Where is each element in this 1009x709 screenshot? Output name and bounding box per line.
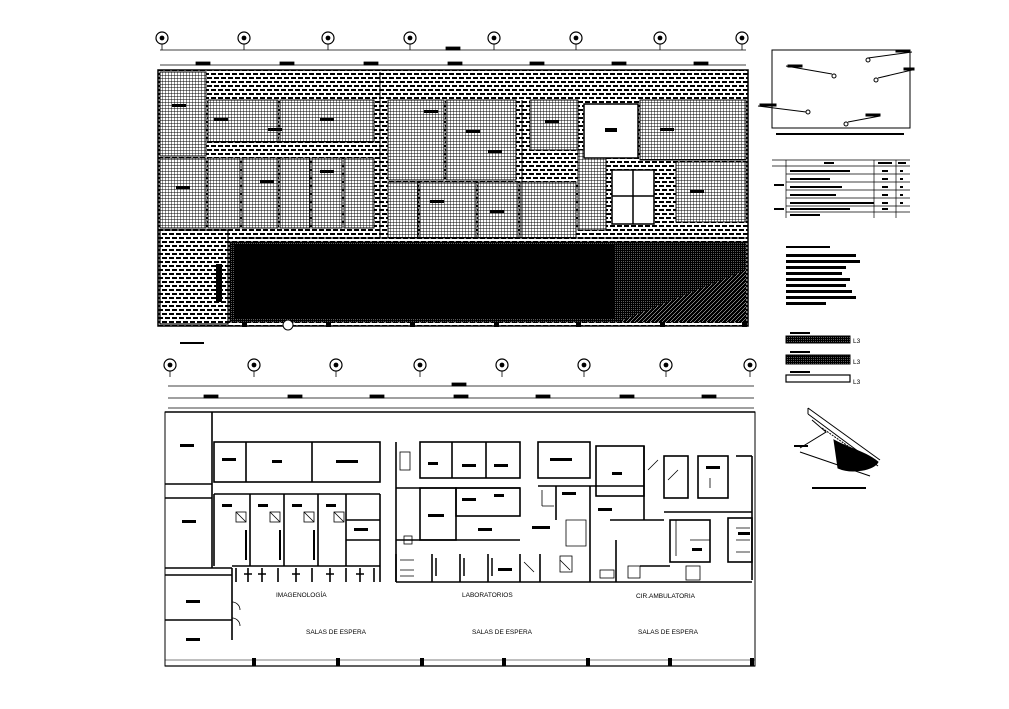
isometric-detail (794, 407, 881, 489)
top-dimension-lines (160, 46, 746, 66)
room-tags (180, 444, 750, 641)
axis-bubble-dot (739, 35, 745, 41)
floor-plan (164, 411, 756, 667)
axis-bubble-dot (491, 35, 497, 41)
axis-bubble-dot (581, 362, 587, 368)
section-mark-2: L3 (853, 359, 861, 366)
floor-fixtures (231, 451, 750, 627)
axis-bubble-dot (325, 35, 331, 41)
section-details (785, 332, 851, 383)
section-mark-1: L3 (853, 338, 861, 345)
axis-bubble-dot (251, 362, 257, 368)
axis-bubble-dot (573, 35, 579, 41)
top-axis-markers (155, 31, 749, 50)
axis-bubble-dot (159, 35, 165, 41)
key-plan (757, 49, 915, 135)
axis-bubble-dot (167, 362, 173, 368)
axis-bubble-dot (663, 362, 669, 368)
axis-bubble-dot (657, 35, 663, 41)
waiting-room-label-3: SALAS DE ESPERA (638, 629, 699, 636)
dept-label-cir-ambulatoria: CIR.AMBULATORIA (636, 593, 696, 600)
axis-bubble-dot (407, 35, 413, 41)
section-mark-3: L3 (853, 379, 861, 386)
waiting-room-label-2: SALAS DE ESPERA (472, 629, 533, 636)
axis-bubble-dot (241, 35, 247, 41)
bottom-columns (252, 658, 754, 666)
axis-bubble-dot (417, 362, 423, 368)
bottom-axis-markers (163, 358, 757, 377)
waiting-room-label-1: SALAS DE ESPERA (306, 629, 367, 636)
schedule-table (772, 159, 910, 218)
axis-bubble-dot (333, 362, 339, 368)
dept-label-imagenologia: IMAGENOLOGÍA (276, 590, 327, 599)
axis-bubble-dot (747, 362, 753, 368)
dept-label-laboratorios: LABORATORIOS (462, 592, 513, 599)
bottom-dimension-lines (168, 382, 754, 409)
ceiling-plan (157, 69, 749, 344)
axis-bubble-dot (499, 362, 505, 368)
notes-block (786, 246, 860, 305)
